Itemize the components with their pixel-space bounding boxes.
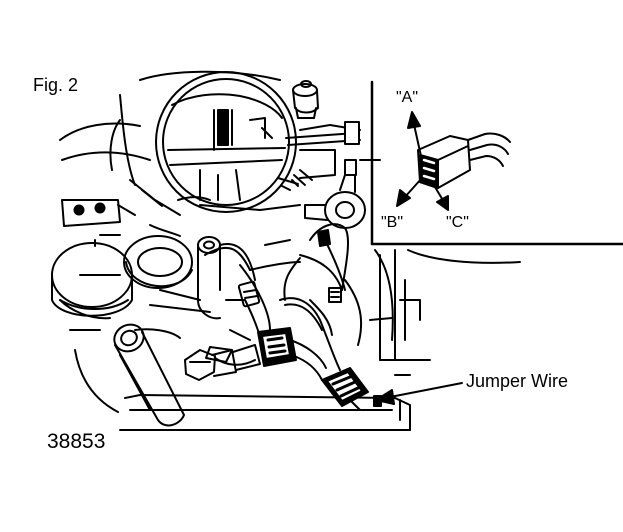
clamp-bolts — [205, 229, 342, 363]
drawing-number: 38853 — [47, 430, 106, 453]
round-cap — [51, 239, 133, 317]
jumper-wire-arrow — [375, 382, 463, 405]
distributor — [155, 71, 361, 213]
small-connector — [237, 280, 261, 308]
figure-label: Fig. 2 — [33, 75, 79, 95]
engine-outline — [59, 70, 521, 413]
inset-panel — [370, 80, 623, 246]
pipe — [197, 236, 251, 320]
bracket — [61, 199, 136, 227]
cylinder — [113, 323, 185, 427]
jumper-connector — [321, 367, 382, 411]
center-mount — [123, 224, 193, 289]
frame-rail — [119, 394, 411, 431]
vacuum-canister — [304, 159, 366, 229]
terminal-b-label: "B" — [381, 214, 404, 231]
harness-connector — [257, 327, 327, 381]
inset-arrows — [396, 111, 449, 211]
lower-fittings — [184, 344, 261, 381]
terminal-a-label: "A" — [396, 89, 419, 106]
inset-connector — [417, 132, 511, 189]
vacuum-plug — [292, 80, 319, 119]
jumper-wire-label: Jumper Wire — [466, 371, 569, 391]
terminal-c-label: "C" — [446, 214, 469, 231]
